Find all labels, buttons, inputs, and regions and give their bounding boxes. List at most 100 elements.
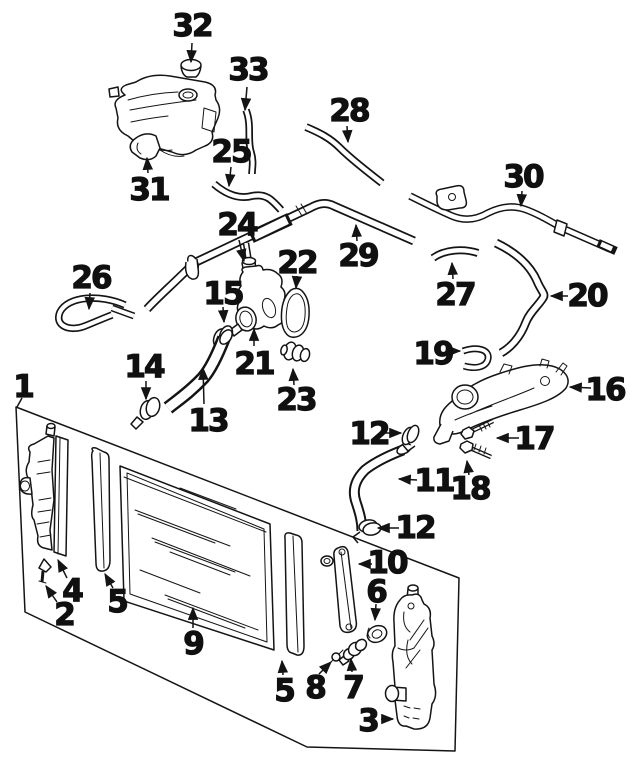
part-number-label: 27 <box>435 277 475 313</box>
part-number-label: 5 <box>107 584 127 620</box>
leader-line <box>291 275 303 290</box>
part-callout-17: 17 <box>495 420 557 458</box>
leader-line <box>84 292 95 311</box>
part-number-label: 8 <box>305 670 325 706</box>
part-number-label: 5 <box>274 673 294 709</box>
part-number-label: 10 <box>367 545 408 581</box>
part-callout-26: 26 <box>71 259 114 311</box>
part-number-label: 11 <box>414 463 454 499</box>
leader-line <box>397 474 418 485</box>
hose-20-drawing <box>493 238 549 357</box>
part-number-label: 22 <box>277 245 316 281</box>
part-number-label: 3 <box>358 703 378 739</box>
part-callout-25: 25 <box>211 133 254 188</box>
leader-line <box>236 239 247 263</box>
part-number-label: 24 <box>217 207 258 243</box>
part-number-label: 4 <box>62 573 83 609</box>
part-number-label: 31 <box>129 172 169 208</box>
side-tank-right-drawing <box>384 584 437 730</box>
part-callout-23: 23 <box>276 367 319 419</box>
reservoir-cap-drawing <box>180 58 202 78</box>
part-number-label: 33 <box>228 52 268 88</box>
leader-line <box>516 190 528 208</box>
drain-cock-drawing <box>338 638 368 666</box>
leader-line <box>186 42 197 64</box>
part-callout-5: 5 <box>104 572 130 621</box>
water-outlet-drawing <box>433 358 569 445</box>
leader-line <box>351 223 362 242</box>
part-callout-30: 30 <box>503 158 547 208</box>
part-number-label: 20 <box>567 278 608 314</box>
leader-line <box>16 397 23 408</box>
part-callout-24: 24 <box>217 206 261 263</box>
part-number-label: 13 <box>188 403 228 439</box>
part-callout-33: 33 <box>228 51 271 112</box>
part-callout-4: 4 <box>57 558 86 610</box>
leader-line <box>225 166 236 188</box>
leader-line <box>370 603 381 622</box>
part-number-label: 29 <box>338 238 378 274</box>
part-callout-6: 6 <box>366 573 389 622</box>
part-callout-3: 3 <box>358 702 395 740</box>
leader-line <box>447 261 458 280</box>
overflow-hose-drawing <box>242 108 257 175</box>
part-number-label: 17 <box>514 421 554 457</box>
part-number-label: 19 <box>413 336 453 372</box>
core-drawing <box>119 465 275 651</box>
plug-drawing <box>328 649 344 665</box>
hose-13-drawing <box>163 329 233 414</box>
leader-line <box>288 367 299 386</box>
part-number-label: 6 <box>366 574 386 610</box>
thermostat-drawing <box>280 341 311 363</box>
cooler-line-drawing <box>320 545 358 634</box>
part-callout-12: 12 <box>349 415 403 453</box>
grommet-drawing <box>366 624 388 644</box>
part-callout-8: 8 <box>305 661 332 707</box>
leader-line <box>57 558 68 579</box>
hose-11-drawing <box>348 442 412 532</box>
leader-line <box>277 659 289 676</box>
part-number-label: 12 <box>349 416 388 452</box>
part-callout-7: 7 <box>343 657 366 707</box>
leader-line <box>463 459 474 476</box>
part-callout-29: 29 <box>338 223 381 275</box>
part-number-label: 28 <box>329 93 369 129</box>
part-callout-1: 1 <box>13 368 36 408</box>
bolt-17-drawing <box>460 418 494 440</box>
part-number-label: 16 <box>585 372 625 408</box>
part-number-label: 23 <box>276 382 316 418</box>
hose-19-drawing <box>461 345 492 371</box>
part-number-label: 2 <box>54 597 74 633</box>
part-number-label: 30 <box>503 159 544 195</box>
part-number-label: 15 <box>203 276 243 312</box>
part-callout-16: 16 <box>568 371 628 409</box>
hose-28-drawing <box>304 123 385 187</box>
part-callout-10: 10 <box>357 544 411 582</box>
hose-27-drawing <box>430 246 480 262</box>
bolt-18-drawing <box>459 440 492 460</box>
leader-line <box>104 572 116 589</box>
seal-left-drawing <box>90 447 111 572</box>
part-callout-20: 20 <box>549 277 611 315</box>
part-callout-32: 32 <box>172 7 214 64</box>
leader-line <box>342 125 353 144</box>
seal-right-drawing <box>284 532 305 656</box>
leader-line <box>346 657 358 673</box>
part-callout-9: 9 <box>183 606 206 663</box>
leader-line <box>240 86 252 112</box>
part-callout-14: 14 <box>124 348 168 401</box>
part-number-label: 18 <box>450 471 490 507</box>
coolant-pipe-drawing <box>143 199 416 313</box>
leader-line <box>142 156 154 174</box>
clamp-14-drawing <box>130 396 161 430</box>
part-number-label: 7 <box>343 670 363 706</box>
reservoir-tank-drawing <box>108 74 221 161</box>
part-callout-15: 15 <box>203 275 246 324</box>
side-tank-left-drawing <box>19 422 69 557</box>
part-callout-12: 12 <box>376 509 437 547</box>
hose-25-drawing <box>211 180 284 213</box>
part-callout-22: 22 <box>277 244 319 290</box>
drain-plug-drawing <box>38 558 52 584</box>
part-callout-18: 18 <box>450 459 493 508</box>
